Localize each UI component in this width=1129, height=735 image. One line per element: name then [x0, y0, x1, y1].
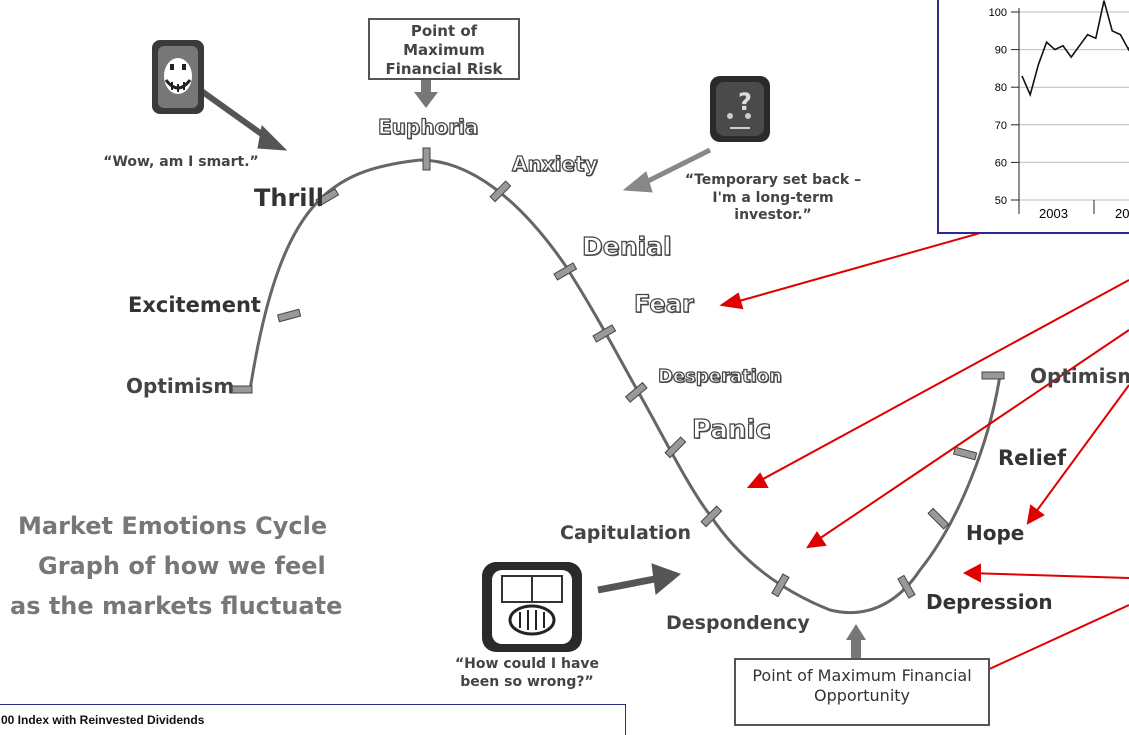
stage-denial: Denial: [581, 231, 672, 261]
distressed-face-icon: [480, 560, 584, 654]
stage-desperation: Desperation: [657, 365, 782, 387]
stage-optimism-right: Optimism: [1030, 364, 1129, 388]
question-face-icon: ?: [708, 72, 772, 144]
max-opportunity-arrow: [846, 624, 866, 658]
inset-chart-svg: 50 60 70 80 90 100 2003 20: [989, 0, 1129, 221]
quote-setback: “Temporary set back – I'm a long-term in…: [684, 172, 862, 223]
quote-smart: “Wow, am I smart.”: [103, 154, 259, 170]
diagram-title-line2: Graph of how we feel: [38, 552, 326, 580]
stage-thrill: Thrill: [254, 184, 324, 212]
max-opportunity-text: Point of Maximum Financial Opportunity: [752, 666, 972, 705]
icon-pointer-arrows: [198, 87, 712, 595]
bottom-chart-caption: 00 Index with Reinvested Dividends: [1, 713, 205, 727]
inset-series-line: [1021, 0, 1129, 98]
inset-y-tick-label: 90: [995, 45, 1007, 57]
stage-panic: Panic: [691, 414, 771, 445]
stage-despondency: Despondency: [666, 612, 810, 634]
max-risk-callout: Point of Maximum Financial Risk: [368, 18, 520, 80]
inset-x-tick-label: 2003: [1039, 206, 1068, 221]
max-risk-text: Point of Maximum Financial Risk: [385, 22, 503, 78]
quote-wrong: “How could I have been so wrong?”: [454, 656, 600, 690]
inset-x-tick-label: 20: [1115, 206, 1129, 221]
bottom-chart-panel: 00 Index with Reinvested Dividends: [0, 704, 626, 735]
red-annotation-arrows: [719, 194, 1129, 726]
stage-optimism-left: Optimism: [126, 374, 235, 398]
inset-y-tick-label: 60: [995, 157, 1007, 169]
stage-hope: Hope: [966, 521, 1025, 545]
inset-y-tick-label: 70: [995, 120, 1007, 132]
stage-fear: Fear: [633, 289, 694, 318]
max-risk-arrow: [414, 78, 438, 108]
stage-excitement: Excitement: [128, 293, 261, 317]
diagram-title-line3: as the markets fluctuate: [10, 592, 343, 620]
stage-capitulation: Capitulation: [560, 522, 691, 544]
inset-y-tick-label: 50: [995, 195, 1007, 207]
inset-y-tick-label: 100: [989, 7, 1007, 19]
stage-anxiety: Anxiety: [511, 151, 598, 176]
stage-relief: Relief: [998, 446, 1067, 470]
stage-depression: Depression: [926, 590, 1053, 614]
svg-text:?: ?: [738, 88, 752, 116]
inset-y-tick-label: 80: [995, 82, 1007, 94]
smiling-face-icon: [148, 38, 206, 116]
diagram-title-line1: Market Emotions Cycle: [18, 512, 328, 540]
emotions-cycle-curve: [248, 158, 1002, 615]
stage-euphoria: Euphoria: [377, 114, 479, 139]
inset-line-chart: 50 60 70 80 90 100 2003 20: [937, 0, 1129, 234]
curve-markers: [229, 147, 1005, 599]
max-opportunity-callout: Point of Maximum Financial Opportunity: [734, 658, 990, 726]
